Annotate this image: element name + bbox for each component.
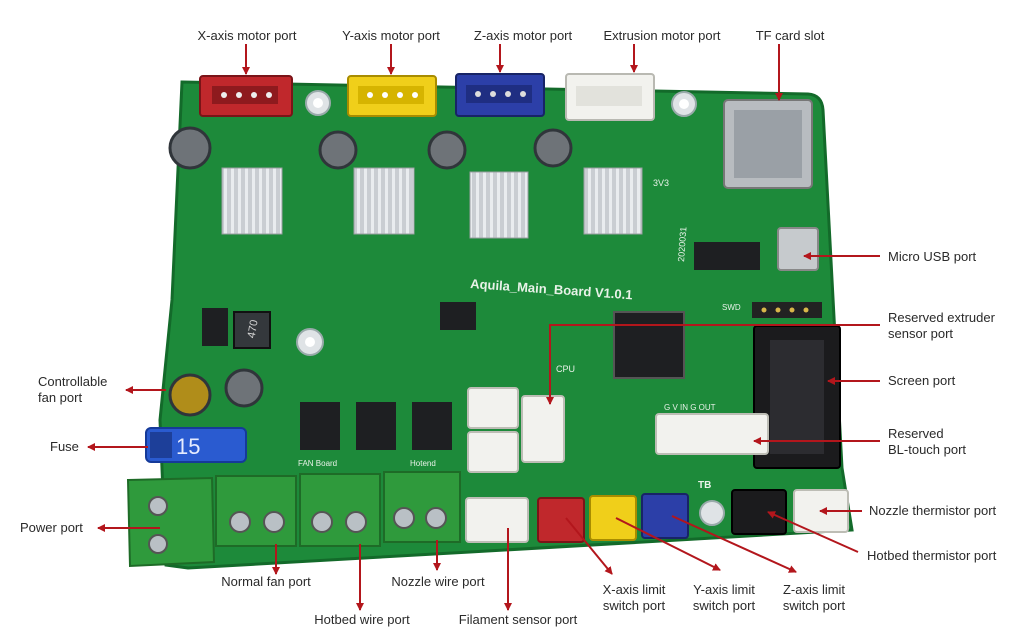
mcu-chip	[613, 311, 685, 379]
z-limit-connector	[641, 493, 689, 539]
label-y-limit: Y-axis limit switch port	[692, 582, 756, 613]
arrow-reserved-extruder	[546, 324, 880, 405]
label-controllable-fan: Controllable fan port	[38, 374, 108, 405]
tag-hotend: Hotend	[410, 459, 436, 468]
power-terminal	[126, 476, 216, 568]
usb-chip	[694, 242, 760, 270]
capacitor	[168, 126, 212, 170]
heatsink	[221, 167, 283, 235]
swd-header	[752, 302, 822, 318]
y-motor-connector	[347, 75, 437, 117]
nozzle-wire-terminal	[383, 471, 461, 543]
aux-connector	[467, 431, 519, 473]
version-mark: 3V3	[653, 178, 669, 188]
hotbed-thermistor-connector	[731, 489, 787, 535]
label-screen: Screen port	[888, 373, 956, 388]
capacitor	[168, 373, 212, 417]
z-motor-connector	[455, 73, 545, 117]
label-nozzle-thermistor: Nozzle thermistor port	[869, 503, 997, 518]
filament-sensor-connector	[465, 497, 529, 543]
label-x-motor: X-axis motor port	[197, 28, 297, 43]
normal-fan-terminal	[215, 475, 297, 547]
inductor	[233, 311, 271, 349]
fuse-value: 15	[176, 434, 200, 459]
label-normal-fan: Normal fan port	[221, 574, 311, 589]
label-hotbed-thermistor: Hotbed thermistor port	[867, 548, 997, 563]
arrow-x-limit	[565, 517, 613, 575]
capacitor	[533, 128, 573, 168]
mount-hole	[699, 500, 725, 526]
tag-fan-board: FAN Board	[298, 459, 337, 468]
x-motor-connector	[199, 75, 293, 117]
regulator	[202, 308, 228, 346]
capacitor	[318, 130, 358, 170]
label-z-limit: Z-axis limit switch port	[782, 582, 846, 613]
tag-bl: G V IN G OUT	[664, 403, 716, 412]
extrusion-motor-connector	[565, 73, 655, 121]
reserved-extruder-connector	[521, 395, 565, 463]
capacitor	[427, 130, 467, 170]
heatsink	[583, 167, 643, 235]
x-limit-connector	[537, 497, 585, 543]
y-limit-connector	[589, 495, 637, 541]
label-micro-usb: Micro USB port	[888, 249, 977, 264]
capacitor	[224, 368, 264, 408]
label-power: Power port	[20, 520, 83, 535]
hotbed-wire-terminal	[299, 473, 381, 547]
tf-card-slot	[723, 99, 813, 189]
date-mark: 2020031	[676, 226, 688, 262]
mosfet	[300, 402, 340, 450]
arrow-z-limit	[671, 515, 797, 573]
label-hotbed-wire: Hotbed wire port	[314, 612, 410, 627]
tag-swd: SWD	[722, 303, 741, 312]
arrow-y-limit	[615, 517, 721, 571]
mosfet	[356, 402, 396, 450]
bltouch-connector	[655, 413, 769, 455]
heatsink	[469, 171, 529, 239]
heatsink	[353, 167, 415, 235]
fuse	[145, 427, 247, 463]
label-y-motor: Y-axis motor port	[342, 28, 440, 43]
label-bltouch: Reserved BL-touch port	[888, 426, 967, 457]
screen-connector	[753, 325, 841, 469]
label-extrusion-motor: Extrusion motor port	[603, 28, 721, 43]
tag-tb: TB	[698, 480, 711, 491]
label-nozzle-wire: Nozzle wire port	[391, 574, 485, 589]
label-reserved-extruder: Reserved extruder sensor port	[888, 310, 995, 341]
label-tf-card: TF card slot	[755, 28, 825, 43]
tag-cpu: CPU	[556, 364, 575, 374]
aux-connector	[467, 387, 519, 429]
label-x-limit: X-axis limit switch port	[602, 582, 666, 613]
driver-chip	[440, 302, 476, 330]
arrow-hotbed-therm	[767, 511, 859, 553]
label-fuse: Fuse	[50, 439, 79, 454]
label-filament-sensor: Filament sensor port	[458, 612, 578, 627]
inductor-value: 470	[246, 319, 261, 339]
label-z-motor: Z-axis motor port	[473, 28, 573, 43]
micro-usb-connector	[777, 227, 819, 271]
mosfet	[412, 402, 452, 450]
callout-arrows	[87, 44, 880, 611]
